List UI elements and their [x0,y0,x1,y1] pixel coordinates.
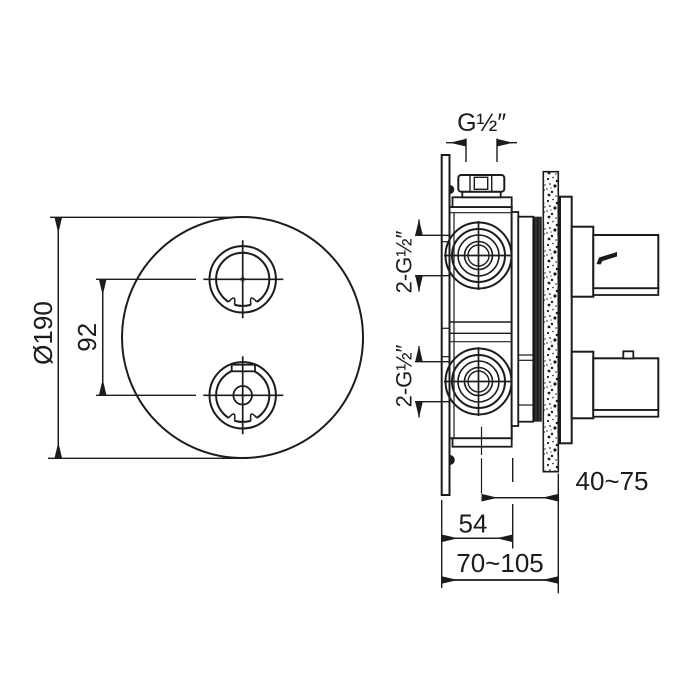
valve-body-depth-label: 54 [459,509,488,539]
knob-grip-notch [227,413,236,421]
wall-section [542,170,560,473]
top-port-label: G½″ [457,109,506,137]
knob-grip-notch [227,297,236,305]
body-top-flange [451,196,513,208]
knob-spacing-label: 92 [72,323,102,352]
volume-knob-front [203,356,284,435]
mounting-hole [449,455,455,465]
knob-grip-notch [249,413,258,421]
cartridge-plate-inner [510,211,520,427]
side-view: G½″ 2-G½″ 2-G½″ 40~75 [392,109,660,594]
volume-handle-side [570,350,660,420]
temperature-handle-side [570,225,660,298]
dim-top-port: G½″ [446,109,517,162]
dim-lower-side-ports: 2-G½″ [392,344,450,418]
upper-side-ports-label: 2-G½″ [392,230,417,293]
dim-knob-spacing: 92 [72,278,196,396]
dim-mounting-depth: 40~75 [481,466,649,594]
dim-front-diameter: Ø190 [28,216,248,459]
lower-side-port [444,347,515,416]
dim-upper-side-ports: 2-G½″ [392,219,450,293]
front-view: Ø190 92 [28,216,364,459]
dim-overall-depth: 70~105 [441,548,559,584]
front-diameter-label: Ø190 [28,301,58,365]
seal-gasket-strip [533,216,542,422]
handle-button [622,350,635,360]
cartridge-plate-outer [517,215,535,423]
overall-depth-label: 70~105 [456,548,543,578]
top-port-hex-nut [457,174,506,199]
lower-side-ports-label: 2-G½″ [392,344,417,407]
mounting-depth-label: 40~75 [575,466,648,496]
knob-grip-notch [249,297,258,305]
dim-valve-body-depth: 54 [441,458,514,588]
temperature-knob-front [203,240,284,319]
mounting-hole [449,185,455,194]
handle-lever-mark [596,252,617,265]
escutcheon-plate [559,195,573,445]
